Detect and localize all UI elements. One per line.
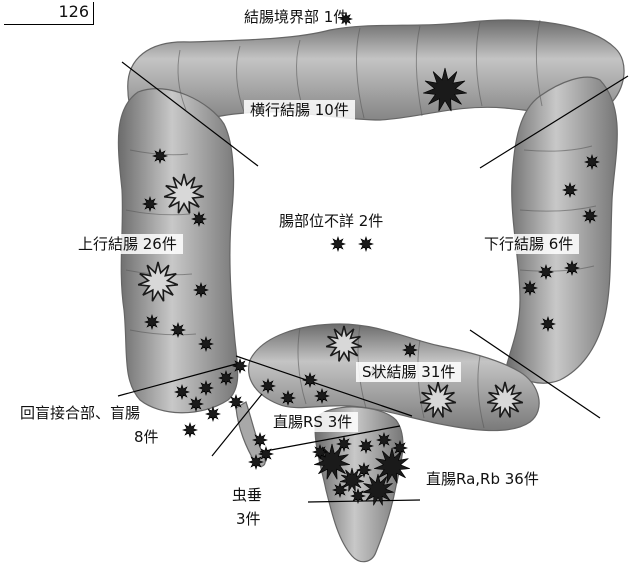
lesion-marker-48 <box>376 432 392 448</box>
lesion-marker-7 <box>330 236 346 252</box>
lesion-marker-15 <box>170 322 186 338</box>
lesion-marker-17 <box>538 264 554 280</box>
boundary-lines <box>117 61 629 503</box>
lesion-marker-19 <box>564 260 580 276</box>
label-transverse-colon: 横行結腸 10件 <box>244 100 355 120</box>
lesion-marker-46 <box>336 436 352 452</box>
label-colon-border: 結腸境界部 1件 <box>244 8 349 26</box>
descending-colon-shape <box>505 76 618 384</box>
lesion-marker-25 <box>419 381 457 418</box>
boundary-line-ileocecal <box>235 355 413 417</box>
boundary-line-appendix <box>211 393 263 457</box>
label-ascending-colon: 上行結腸 26件 <box>72 234 183 254</box>
lesion-markers <box>137 12 600 506</box>
lesion-marker-50 <box>332 482 348 498</box>
lesion-marker-9 <box>584 154 600 170</box>
lesion-marker-38 <box>252 432 268 448</box>
lesion-marker-21 <box>325 325 363 362</box>
lesion-marker-27 <box>174 384 190 400</box>
lesion-marker-43 <box>362 473 394 506</box>
lesion-marker-29 <box>218 370 234 386</box>
lesion-marker-47 <box>358 438 374 454</box>
lesion-marker-39 <box>258 446 274 462</box>
lesion-marker-44 <box>339 467 365 492</box>
lesion-marker-45 <box>312 444 328 460</box>
lesion-marker-42 <box>374 447 410 484</box>
boundary-line-cecum <box>117 363 237 397</box>
lesion-marker-16 <box>198 336 214 352</box>
lesion-marker-30 <box>232 358 248 374</box>
lesion-marker-26 <box>486 381 524 418</box>
lesion-marker-3 <box>152 148 168 164</box>
boundary-line-splenic <box>479 75 629 169</box>
lesion-marker-35 <box>280 390 296 406</box>
lesion-marker-34 <box>260 378 276 394</box>
boundary-line-ra <box>307 499 421 503</box>
lesion-marker-14 <box>144 314 160 330</box>
lesion-marker-5 <box>142 196 158 212</box>
label-appendix-count: 3件 <box>236 510 261 528</box>
lesion-marker-20 <box>540 316 556 332</box>
lesion-marker-28 <box>198 380 214 396</box>
label-cecum: 回盲接合部、盲腸 <box>20 404 141 422</box>
lesion-marker-23 <box>302 372 318 388</box>
label-sigmoid-colon: S状結腸 31件 <box>356 362 462 382</box>
lesion-marker-12 <box>137 261 179 302</box>
lesion-marker-6 <box>191 211 207 227</box>
lesion-marker-36 <box>182 422 198 438</box>
label-unknown-site: 腸部位不詳 2件 <box>279 212 384 230</box>
lesion-marker-31 <box>188 396 204 412</box>
lesion-marker-32 <box>205 406 221 422</box>
boundary-line-rs <box>259 425 401 453</box>
label-appendix: 虫垂 <box>232 486 263 504</box>
boundary-line-hepatic <box>121 61 259 167</box>
lesion-marker-2 <box>423 67 467 112</box>
rectum-shape <box>314 406 404 563</box>
label-descending-colon: 下行結腸 6件 <box>478 234 580 254</box>
lesion-marker-40 <box>248 454 264 470</box>
label-rectum-ra-rb: 直腸Ra,Rb 36件 <box>426 470 539 488</box>
lesion-marker-22 <box>402 342 418 358</box>
lesion-marker-51 <box>350 488 366 504</box>
lesion-marker-52 <box>356 462 372 478</box>
lesion-marker-13 <box>193 282 209 298</box>
lesion-marker-18 <box>522 280 538 296</box>
lesion-marker-8 <box>358 236 374 252</box>
label-rectum-rs: 直腸RS 3件 <box>267 412 359 432</box>
lesion-marker-37 <box>314 388 330 404</box>
lesion-marker-1 <box>339 12 353 26</box>
lesion-marker-33 <box>228 394 244 410</box>
lesion-marker-4 <box>163 173 205 214</box>
lesion-marker-11 <box>582 208 598 224</box>
boundary-line-sigmoid-descending <box>469 329 601 419</box>
page-number: 126 <box>4 2 94 25</box>
lesion-marker-49 <box>392 440 408 456</box>
lesion-marker-10 <box>562 182 578 198</box>
label-cecum-count: 8件 <box>134 428 159 446</box>
